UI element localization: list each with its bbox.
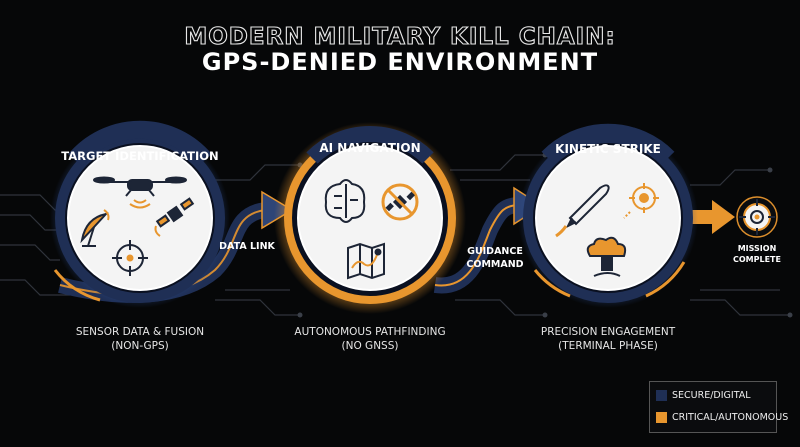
satellite-icon <box>154 197 195 237</box>
mission-complete-label: MISSION COMPLETE <box>733 244 781 264</box>
legend: SECURE/DIGITAL CRITICAL/AUTONOMOUS <box>649 381 788 433</box>
stage-3-caption: PRECISION ENGAGEMENT (TERMINAL PHASE) <box>540 326 676 352</box>
stage-2-title: AI NAVIGATION <box>319 141 420 155</box>
data-link-label: DATA LINK <box>219 241 275 252</box>
legend-swatch-secure <box>656 390 667 401</box>
crosshair-icon <box>112 240 148 276</box>
title-line-2: GPS-DENIED ENVIRONMENT <box>201 48 599 76</box>
brain-circuit-icon <box>324 179 366 223</box>
legend-item-secure: SECURE/DIGITAL <box>656 390 751 401</box>
drone-icon <box>93 176 187 209</box>
stage-1-caption: SENSOR DATA & FUSION (NON-GPS) <box>75 326 205 352</box>
stage-target-identification <box>50 120 230 308</box>
map-route-icon <box>347 242 385 280</box>
stage-2-caption: AUTONOMOUS PATHFINDING (NO GNSS) <box>294 326 446 352</box>
guidance-command-label: GUIDANCE COMMAND <box>466 246 524 270</box>
stage-ai-navigation <box>274 122 466 314</box>
target-icon <box>736 196 778 238</box>
legend-item-critical: CRITICAL/AUTONOMOUS <box>656 412 788 423</box>
missile-icon <box>555 184 610 238</box>
stage-kinetic-strike <box>518 123 698 308</box>
radar-dish-icon <box>80 209 110 247</box>
circuit-traces <box>0 154 790 316</box>
title-line-1: MODERN MILITARY KILL CHAIN: <box>184 23 616 50</box>
stage-3-title: KINETIC STRIKE <box>555 142 661 156</box>
stage-1-title: TARGET IDENTIFICATION <box>61 149 218 163</box>
explosion-icon <box>586 236 627 277</box>
target-impact-icon <box>623 183 659 219</box>
legend-label-critical: CRITICAL/AUTONOMOUS <box>672 412 789 423</box>
no-satellite-icon <box>381 183 419 221</box>
legend-label-secure: SECURE/DIGITAL <box>672 390 751 401</box>
legend-swatch-critical <box>656 412 667 423</box>
